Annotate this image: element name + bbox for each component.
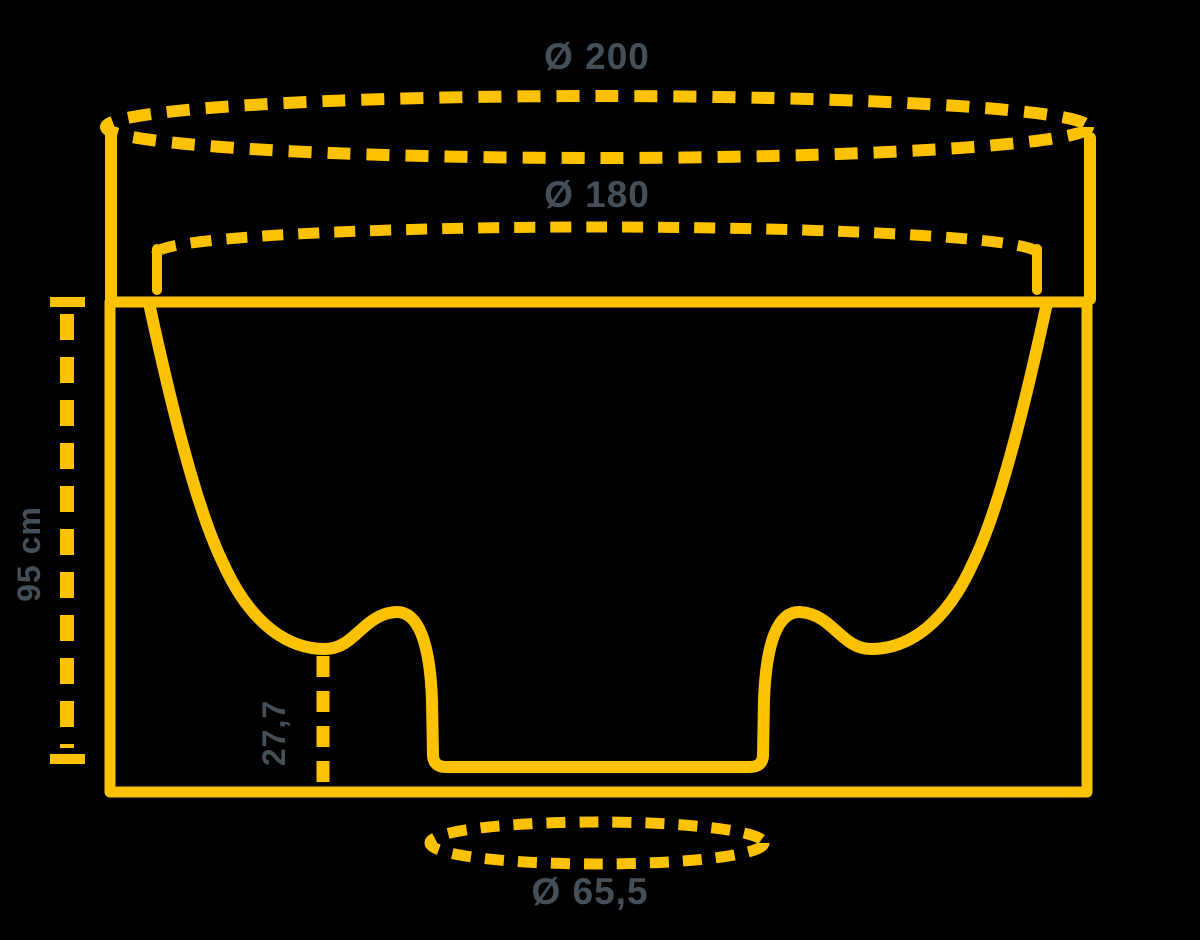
label-base-diameter: Ø 65,5 xyxy=(531,871,648,912)
inner-rim-arc xyxy=(151,221,1043,256)
label-top-diameter: Ø 200 xyxy=(544,36,650,77)
body-outline-rect xyxy=(104,296,1093,798)
outer-rim-ellipse xyxy=(100,90,1094,164)
label-inner-diameter: Ø 180 xyxy=(544,174,650,215)
label-height: 95 cm xyxy=(11,506,47,602)
base-ellipse xyxy=(424,816,770,870)
basin-profile-path xyxy=(143,297,1053,773)
label-base-height: 27,7 xyxy=(256,700,292,766)
